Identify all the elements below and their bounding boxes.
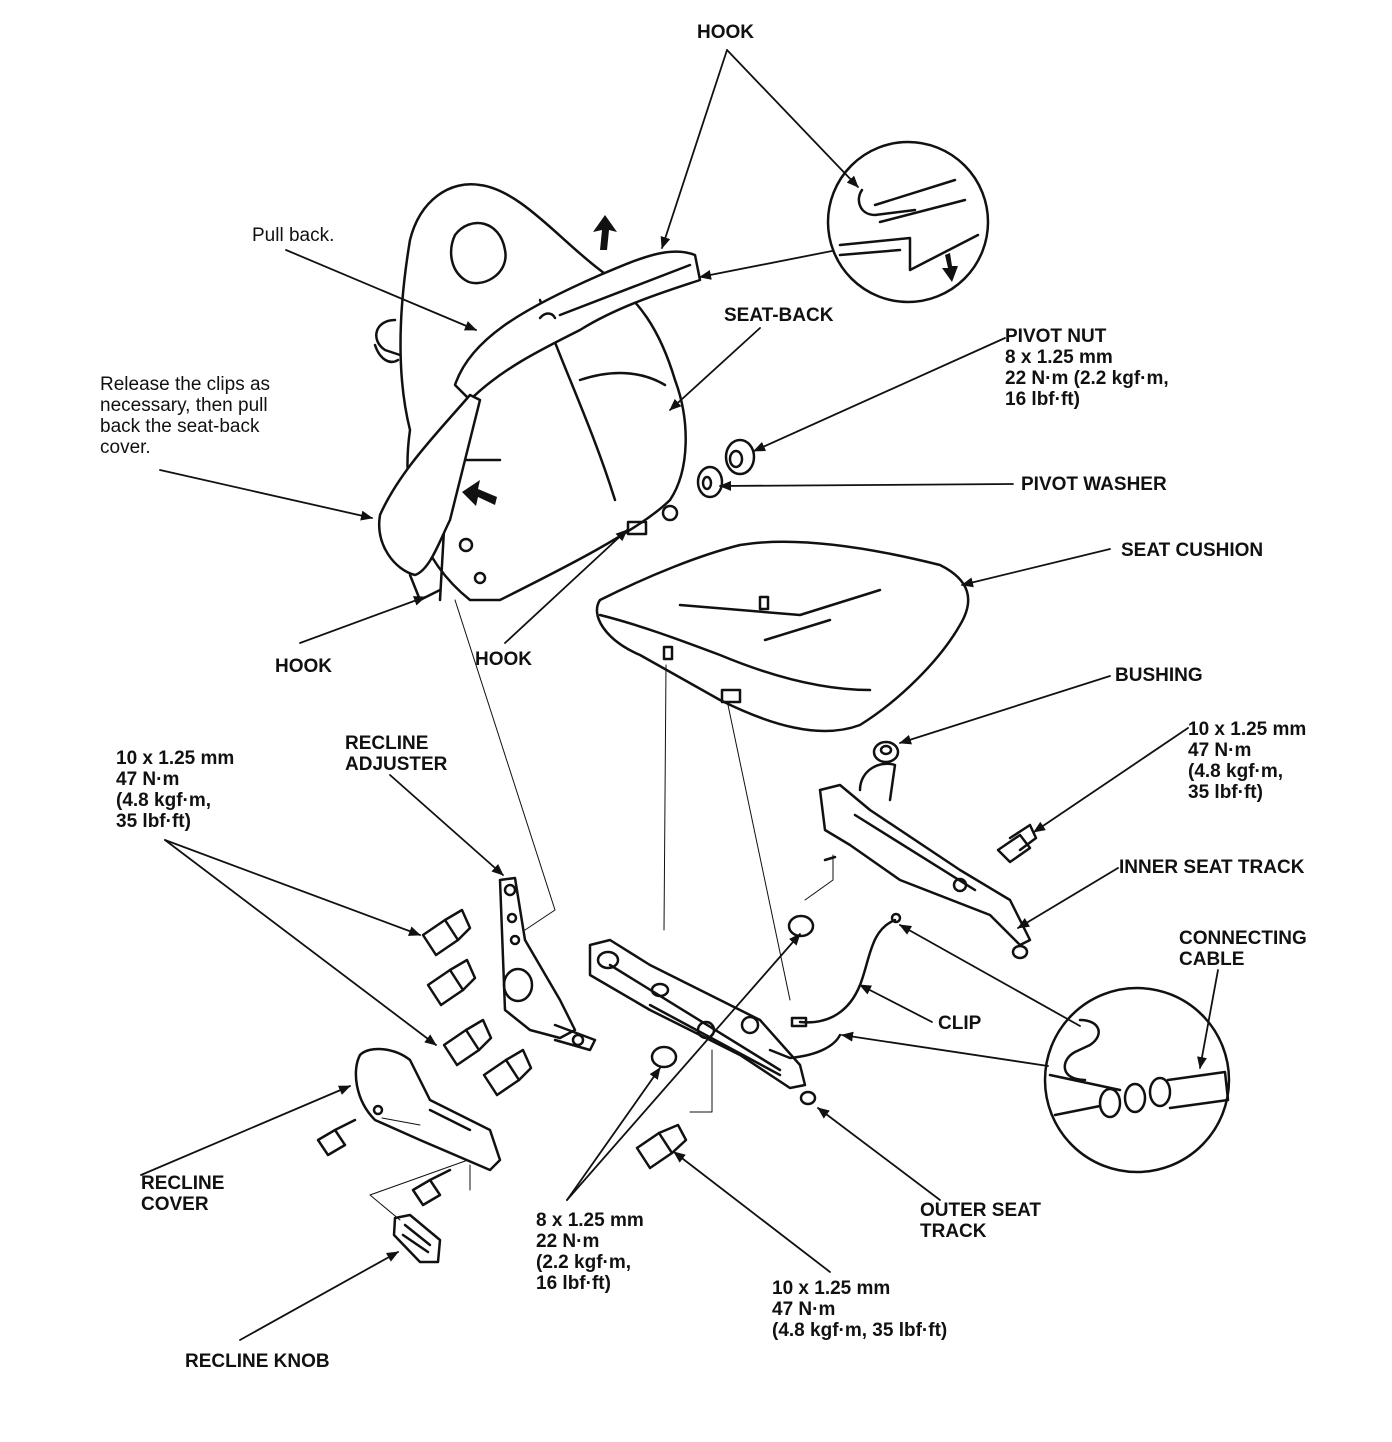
label-pull-back: Pull back. (252, 225, 335, 246)
assembly-guide-lines (369, 599, 834, 1221)
pull-arrow-upper (593, 215, 617, 250)
label-torque-inner: 10 x 1.25 mm 47 N·m (4.8 kgf·m, 35 lbf·f… (1188, 719, 1307, 803)
recline-cover (354, 1047, 502, 1172)
seat-back-cover (377, 250, 702, 602)
leader-lines (140, 49, 1219, 1341)
recline-cover-screws (316, 1118, 452, 1207)
recline-knob (392, 1213, 442, 1264)
bushing-outer (787, 914, 815, 938)
hook-mid-part (626, 520, 648, 536)
label-recline-cover: RECLINE COVER (141, 1173, 225, 1215)
label-clip: CLIP (938, 1013, 982, 1034)
label-release-clips: Release the clips as necessary, then pul… (100, 374, 271, 458)
hook-detail-circle (826, 140, 990, 304)
label-connecting-cable: CONNECTING CABLE (1179, 928, 1307, 970)
label-hook-top: HOOK (697, 22, 754, 43)
inner-seat-track (818, 762, 1032, 960)
seat-cushion (595, 540, 970, 733)
label-torque-left: 10 x 1.25 mm 47 N·m (4.8 kgf·m, 35 lbf·f… (116, 748, 235, 832)
bolt-center (635, 1123, 688, 1170)
label-inner-seat-track: INNER SEAT TRACK (1119, 857, 1305, 878)
bushing-outer-2 (650, 1045, 678, 1069)
cable-detail-circle (1043, 986, 1231, 1174)
recline-adjuster (498, 876, 597, 1052)
label-bushing: BUSHING (1115, 665, 1203, 686)
label-outer-seat-track: OUTER SEAT TRACK (920, 1200, 1042, 1242)
label-hook-left: HOOK (275, 656, 332, 677)
pivot-washer (696, 465, 724, 499)
small-washer (661, 504, 679, 522)
label-seat-back: SEAT-BACK (724, 305, 834, 326)
label-torque-bottom: 10 x 1.25 mm 47 N·m (4.8 kgf·m, 35 lbf·f… (772, 1278, 948, 1341)
label-hook-mid: HOOK (475, 649, 532, 670)
connecting-cable (768, 912, 902, 1060)
outer-seat-track (588, 938, 817, 1106)
pivot-nut (724, 438, 756, 476)
bolt-inner (996, 823, 1038, 864)
label-recline-adjuster: RECLINE ADJUSTER (345, 733, 448, 775)
bolts-left (421, 908, 533, 1097)
pull-arrow-lower (462, 480, 497, 506)
label-torque-center: 8 x 1.25 mm 22 N·m (2.2 kgf·m, 16 lbf·ft… (536, 1210, 644, 1294)
label-pivot-washer: PIVOT WASHER (1021, 474, 1167, 495)
label-pivot-nut: PIVOT NUT 8 x 1.25 mm 22 N·m (2.2 kgf·m,… (1005, 326, 1169, 410)
bushing (872, 740, 900, 764)
label-recline-knob: RECLINE KNOB (185, 1351, 330, 1372)
label-seat-cushion: SEAT CUSHION (1121, 540, 1264, 561)
